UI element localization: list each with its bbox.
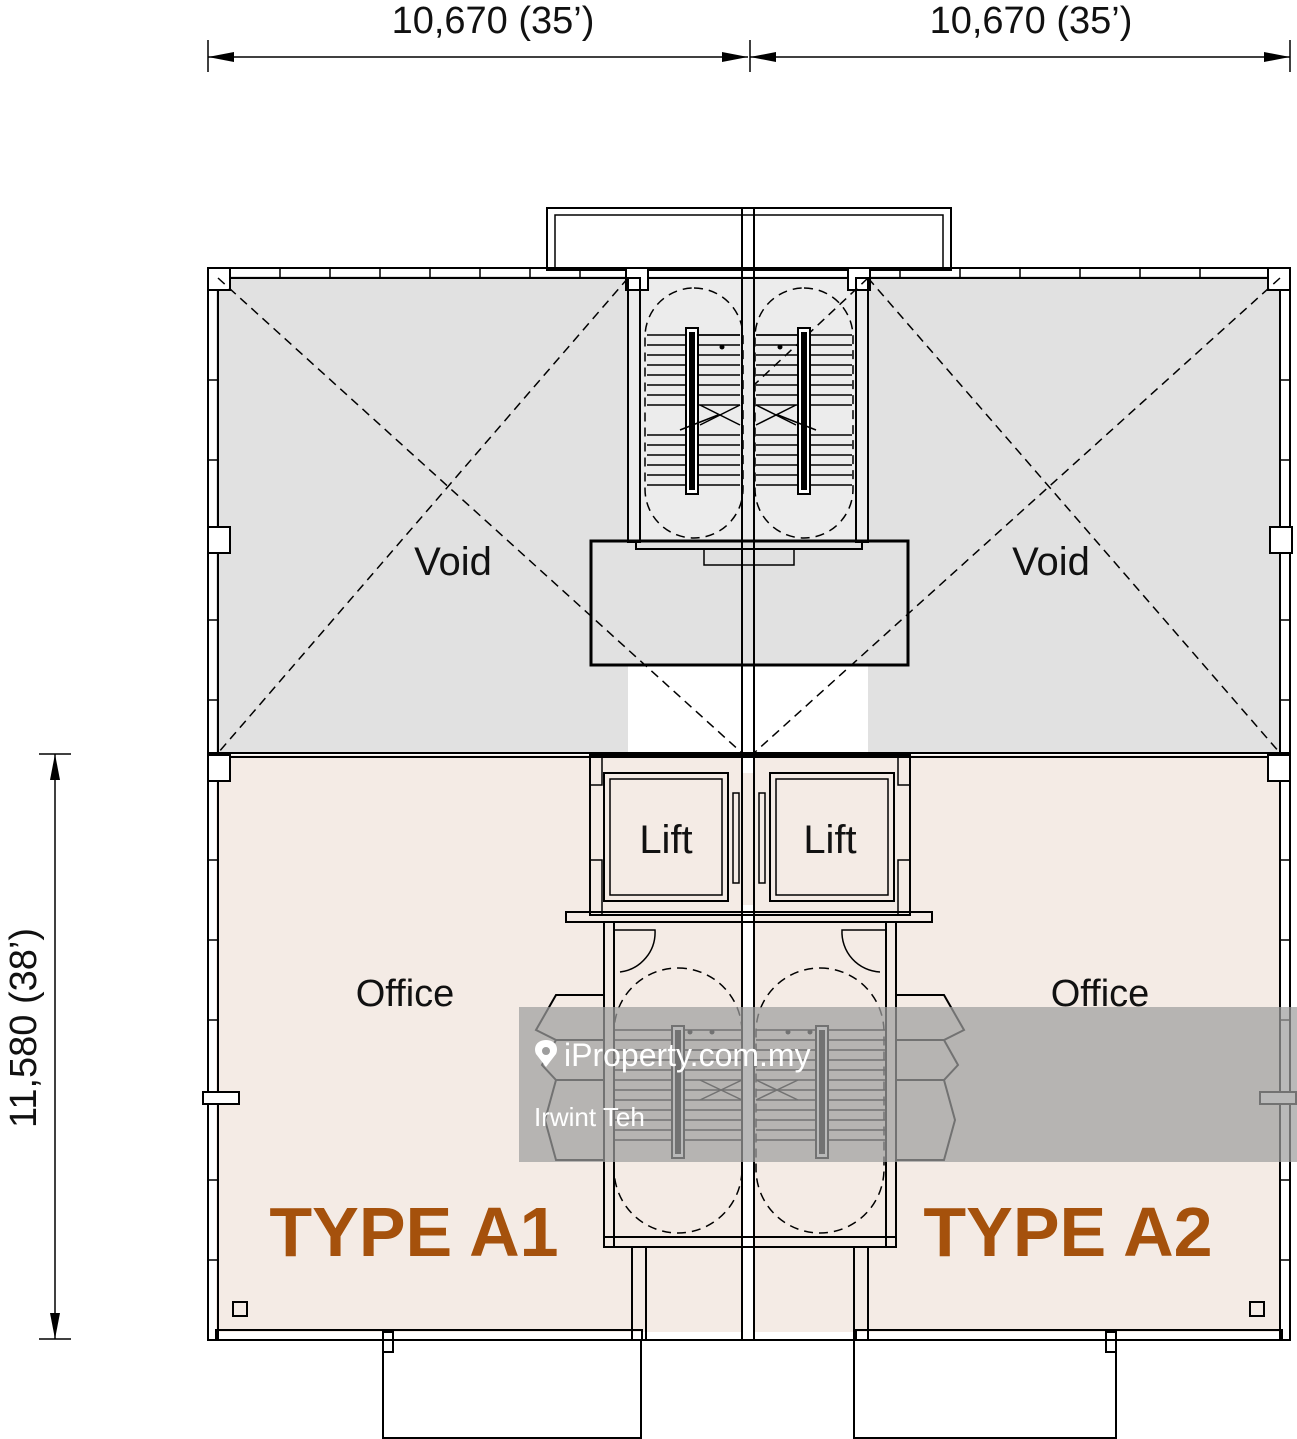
void-label-left: Void — [414, 540, 492, 584]
void-area-left-fill — [216, 276, 628, 753]
watermark-agent: Irwint Teh — [534, 1102, 645, 1132]
void-center-fill — [591, 541, 908, 665]
unit-type-right: TYPE A2 — [923, 1193, 1212, 1271]
watermark-brand: iProperty.com.my — [564, 1037, 811, 1073]
office-label-left: Office — [356, 973, 455, 1015]
dimension-top-right: 10,670 (35’) — [930, 0, 1133, 42]
dimension-left: 11,580 (38’) — [3, 928, 45, 1128]
unit-type-left: TYPE A1 — [269, 1193, 558, 1271]
lift-label-left: Lift — [639, 818, 692, 862]
watermark: iProperty.com.my Irwint Teh — [519, 1007, 1297, 1162]
void-area-right-fill — [868, 276, 1280, 753]
stair-area-fill — [628, 276, 868, 542]
watermark-band — [519, 1007, 1297, 1162]
lift-label-right: Lift — [803, 818, 856, 862]
void-label-right: Void — [1012, 540, 1090, 584]
upper-staircase — [627, 277, 869, 566]
dimension-top-left: 10,670 (35’) — [392, 0, 595, 42]
lower-balconies — [382, 1246, 1117, 1439]
lift-core — [565, 754, 933, 923]
left-dimension — [39, 753, 71, 1340]
core-white — [604, 773, 894, 905]
top-dimension-right — [749, 40, 1291, 72]
top-dimension-left — [207, 40, 748, 72]
location-pin-icon — [535, 1040, 557, 1067]
center-void-box — [589, 539, 910, 667]
top-balcony — [546, 207, 952, 271]
